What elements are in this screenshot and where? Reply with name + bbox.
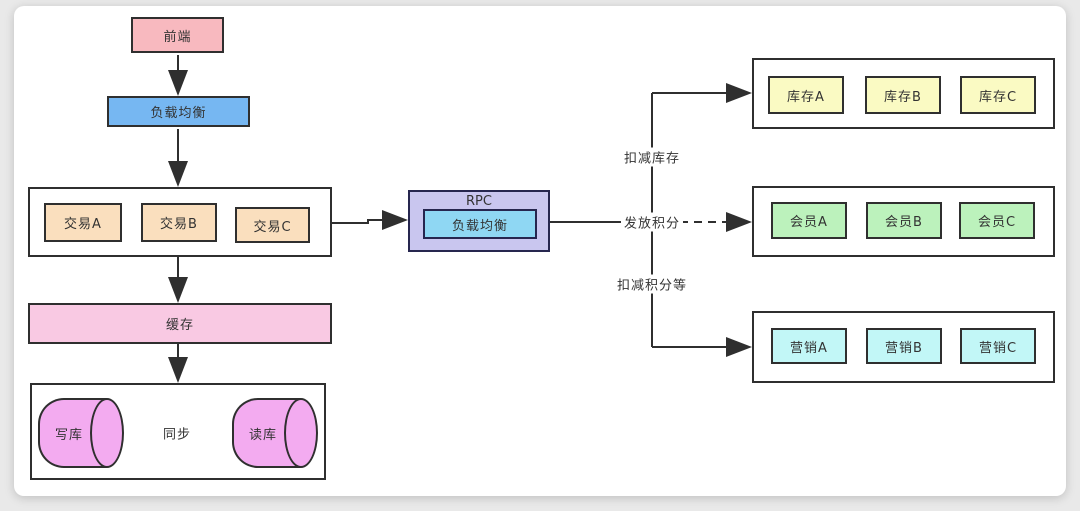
frontend-node: 前端 [131,17,224,53]
member-c-node: 会员C [959,202,1035,239]
read-db-cylinder: 读库 [232,398,318,468]
deduct-points-edge-label: 扣减积分等 [613,274,691,294]
trade-c-node: 交易C [235,207,310,243]
write-db-cylinder: 写库 [38,398,124,468]
member-b-node: 会员B [866,202,942,239]
load-balancer-node: 负载均衡 [107,96,250,127]
read-db-cylinder-cap [284,398,318,468]
inventory-b-node: 库存B [865,76,941,114]
sync-edge-label: 同步 [159,423,195,443]
marketing-c-node: 营销C [960,328,1036,364]
rpc-load-balancer-node: 负载均衡 [423,209,537,239]
trade-b-node: 交易B [141,203,217,242]
inventory-a-node: 库存A [768,76,844,114]
member-a-node: 会员A [771,202,847,239]
write-db-label: 写库 [54,427,83,443]
cache-node: 缓存 [28,303,332,344]
read-db-label: 读库 [248,427,277,443]
marketing-a-node: 营销A [771,328,847,364]
write-db-cylinder-cap [90,398,124,468]
rpc-title: RPC [466,194,492,209]
inventory-c-node: 库存C [960,76,1036,114]
trade-a-node: 交易A [44,203,122,242]
marketing-b-node: 营销B [866,328,942,364]
grant-points-edge-label: 发放积分 [620,212,684,232]
deduct-inventory-edge-label: 扣减库存 [620,147,684,167]
